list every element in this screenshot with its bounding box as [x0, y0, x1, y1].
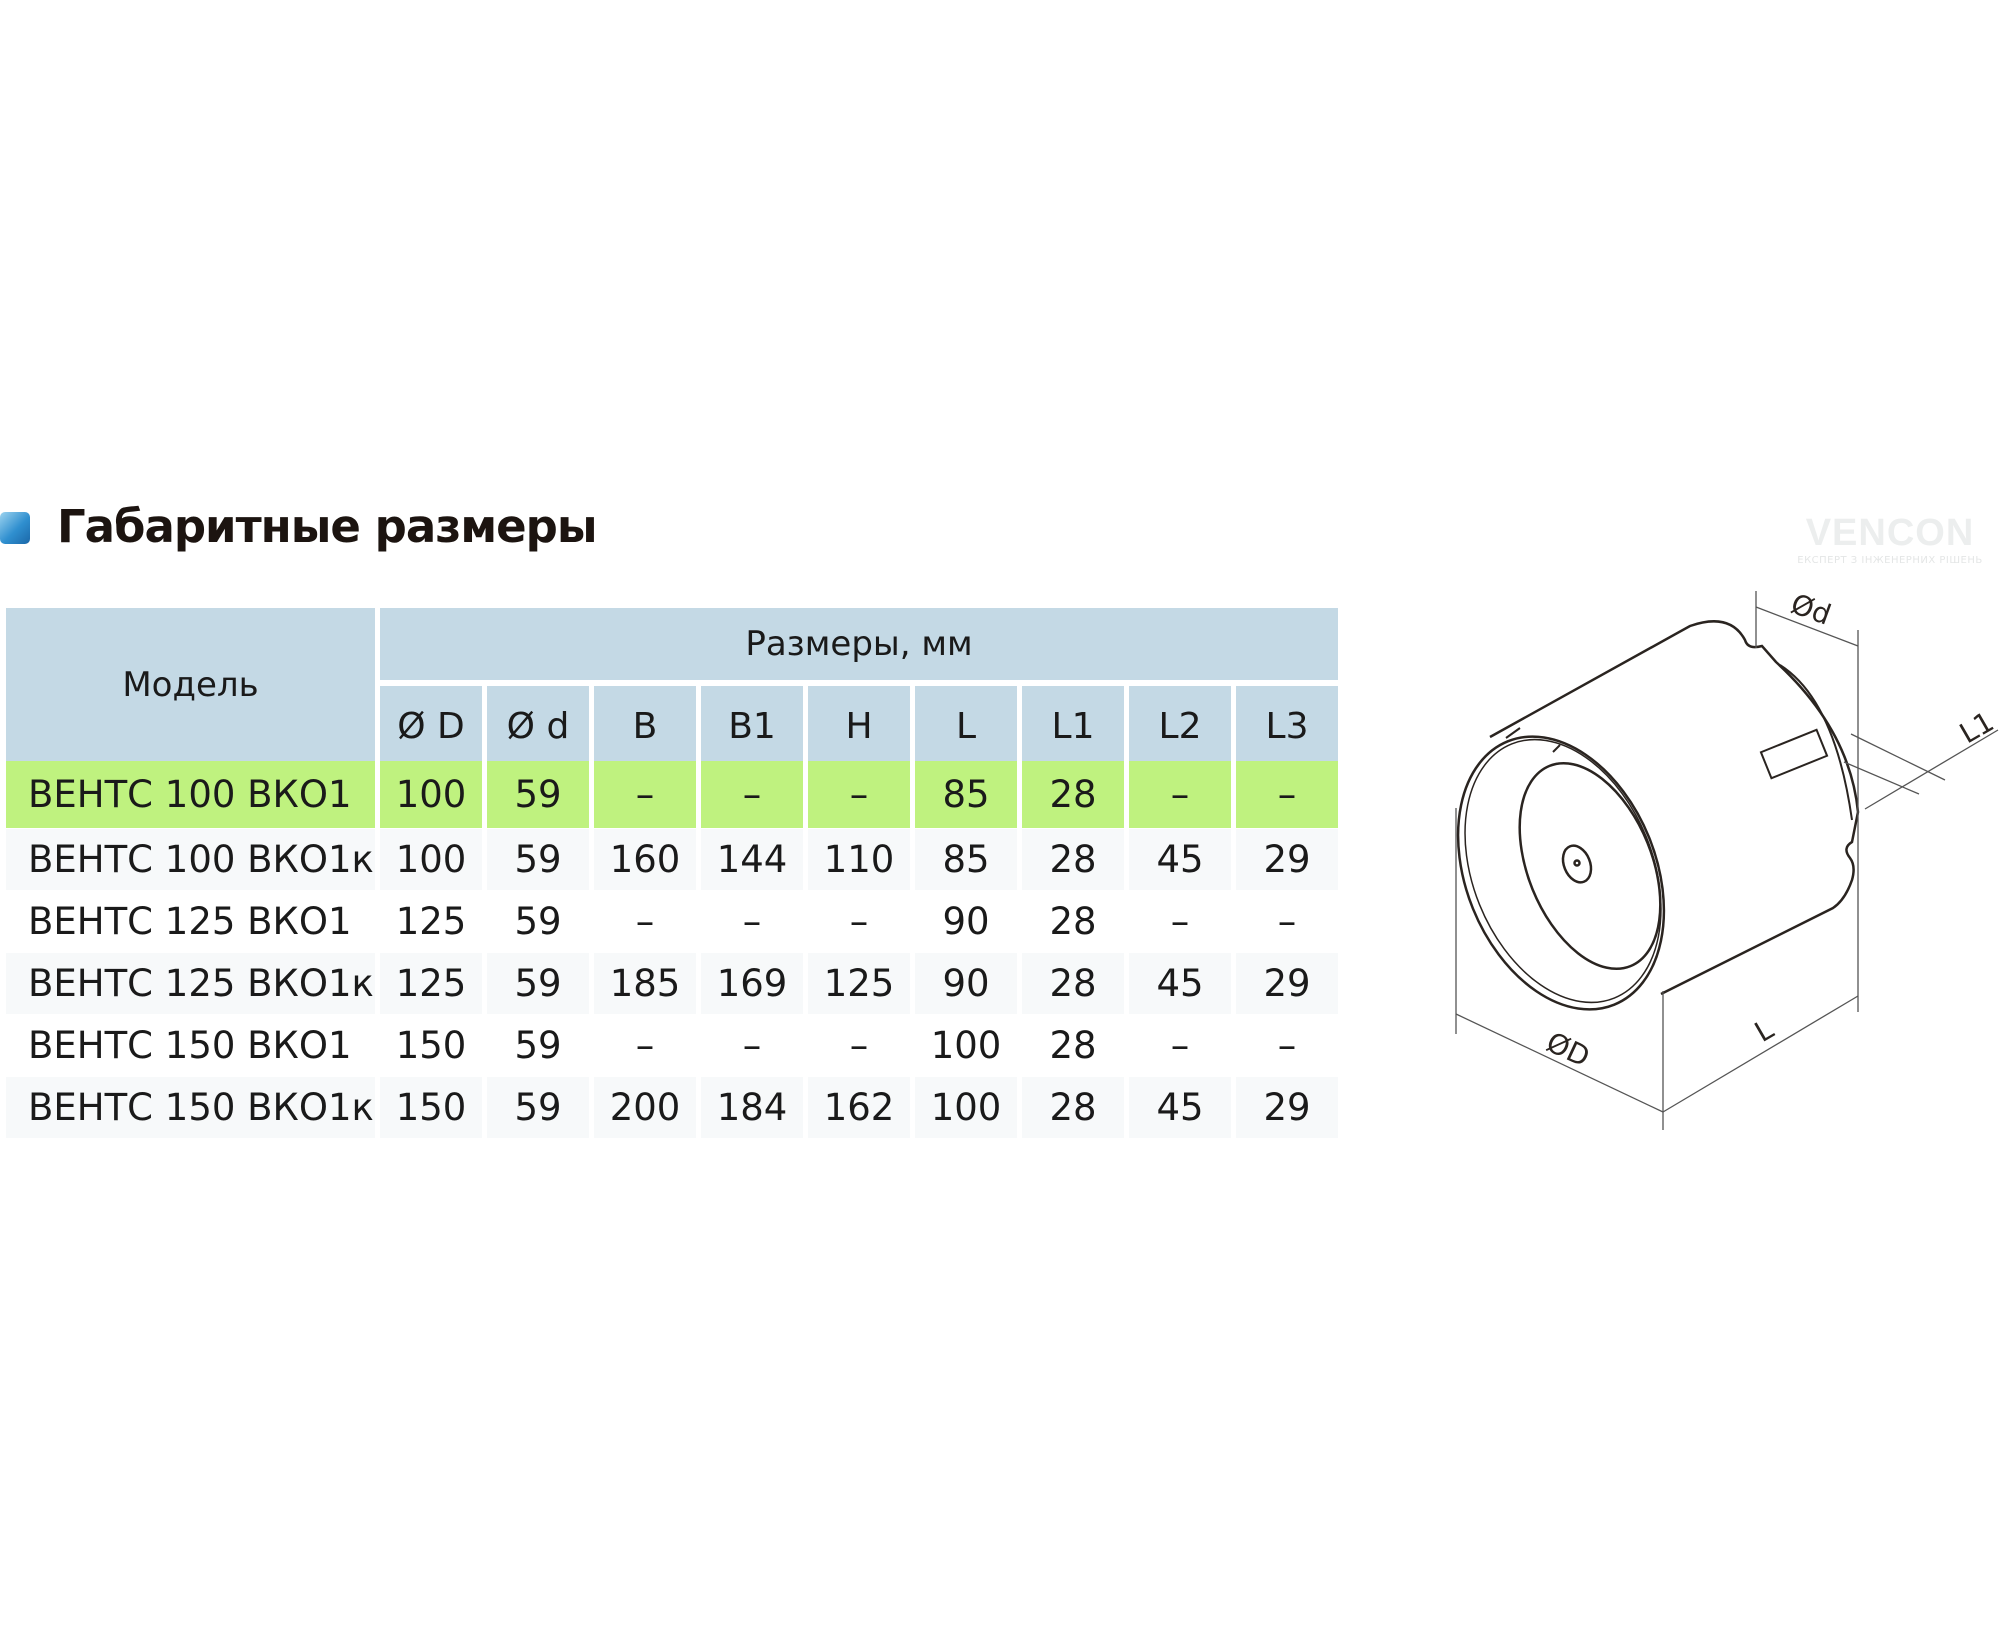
- dimension-cell: 100: [915, 1015, 1017, 1077]
- model-cell: ВЕНТС 100 ВКО1к: [6, 829, 375, 891]
- model-cell: ВЕНТС 125 ВКО1: [6, 891, 375, 953]
- dimension-cell: 90: [915, 953, 1017, 1015]
- fan-hub: [1561, 844, 1593, 884]
- dimension-lines: [1455, 591, 1999, 1130]
- dimension-cell: 59: [487, 953, 589, 1015]
- dimension-cell: –: [1129, 891, 1231, 953]
- column-header: B1: [701, 686, 803, 761]
- dimension-cell: –: [1236, 761, 1338, 829]
- dimension-cell: 200: [594, 1077, 696, 1139]
- model-cell: ВЕНТС 125 ВКО1к: [6, 953, 375, 1015]
- dimension-cell: 90: [915, 891, 1017, 953]
- dimension-cell: 85: [915, 829, 1017, 891]
- dimension-cell: 29: [1236, 953, 1338, 1015]
- dimension-cell: –: [1236, 1015, 1338, 1077]
- dim-L: [1662, 995, 1859, 1113]
- dimension-cell: –: [701, 891, 803, 953]
- model-cell: ВЕНТС 150 ВКО1к: [6, 1077, 375, 1139]
- dimension-cell: 59: [487, 829, 589, 891]
- dimension-cell: –: [808, 761, 910, 829]
- dimension-cell: 184: [701, 1077, 803, 1139]
- model-cell: ВЕНТС 150 ВКО1: [6, 1015, 375, 1077]
- model-column-header: Модель: [6, 608, 375, 761]
- fan-impeller: [1518, 761, 1662, 971]
- label-d: Ød: [1787, 587, 1836, 632]
- dimension-cell: 100: [380, 829, 482, 891]
- dimension-cell: 100: [915, 1077, 1017, 1139]
- dimensions-group-header: Размеры, мм: [380, 608, 1338, 686]
- dimension-cell: –: [808, 891, 910, 953]
- fan-top-edge: [1489, 620, 1860, 996]
- vencon-logo: VENCON ЕКСПЕРТ З ІНЖЕНЕРНИХ РІШЕНЬ: [1790, 512, 1990, 566]
- column-header: Ø D: [380, 686, 482, 761]
- dimension-cell: 125: [808, 953, 910, 1015]
- logo-name: VENCON: [1805, 512, 1975, 554]
- dim-L1: [1864, 729, 1999, 810]
- dimension-cell: 110: [808, 829, 910, 891]
- column-header: L3: [1236, 686, 1338, 761]
- dimension-cell: 45: [1129, 829, 1231, 891]
- dimension-cell: 59: [487, 891, 589, 953]
- dimension-cell: –: [594, 761, 696, 829]
- dimension-cell: 125: [380, 953, 482, 1015]
- dimension-cell: 28: [1022, 1077, 1124, 1139]
- dimension-cell: 28: [1022, 891, 1124, 953]
- dimension-cell: 45: [1129, 1077, 1231, 1139]
- label-L1: L1: [1954, 705, 1999, 750]
- label-D: ØD: [1541, 1025, 1594, 1073]
- logo-tagline: ЕКСПЕРТ З ІНЖЕНЕРНИХ РІШЕНЬ: [1797, 555, 1983, 566]
- label-L: L: [1749, 1012, 1779, 1049]
- dimension-cell: 29: [1236, 829, 1338, 891]
- dimension-cell: 28: [1022, 829, 1124, 891]
- dimension-cell: 100: [380, 761, 482, 829]
- fan-front-rim: [1456, 735, 1666, 1011]
- column-header: Ø d: [487, 686, 589, 761]
- column-header: H: [808, 686, 910, 761]
- dimension-cell: 45: [1129, 953, 1231, 1015]
- section-bullet-icon: [0, 512, 30, 544]
- dimension-cell: 59: [487, 761, 589, 829]
- dimension-cell: 59: [487, 1015, 589, 1077]
- column-header: L2: [1129, 686, 1231, 761]
- column-header: L1: [1022, 686, 1124, 761]
- dimension-cell: –: [1129, 1015, 1231, 1077]
- dimension-cell: –: [1236, 891, 1338, 953]
- dimension-cell: –: [808, 1015, 910, 1077]
- dimension-cell: 125: [380, 891, 482, 953]
- fan-body-outline: [1456, 620, 1860, 1011]
- dimension-cell: –: [701, 761, 803, 829]
- dimension-cell: 28: [1022, 953, 1124, 1015]
- column-header: B: [594, 686, 696, 761]
- dimension-cell: 28: [1022, 1015, 1124, 1077]
- dimension-cell: –: [594, 1015, 696, 1077]
- dim-d: [1755, 606, 1859, 647]
- page-title: Габаритные размеры: [57, 500, 598, 553]
- dim-D: [1455, 1013, 1664, 1113]
- dimension-cell: –: [594, 891, 696, 953]
- dimension-cell: 162: [808, 1077, 910, 1139]
- dimension-cell: 59: [487, 1077, 589, 1139]
- dimension-cell: 169: [701, 953, 803, 1015]
- dimension-cell: 85: [915, 761, 1017, 829]
- dimension-cell: 28: [1022, 761, 1124, 829]
- dimension-cell: 160: [594, 829, 696, 891]
- dimension-cell: –: [701, 1015, 803, 1077]
- dimension-cell: 185: [594, 953, 696, 1015]
- column-header: L: [915, 686, 1017, 761]
- fan-back-flange: [1779, 664, 1853, 821]
- dimension-cell: 150: [380, 1077, 482, 1139]
- dimension-cell: –: [1129, 761, 1231, 829]
- dimension-cell: 144: [701, 829, 803, 891]
- dimension-cell: 29: [1236, 1077, 1338, 1139]
- model-cell: ВЕНТС 100 ВКО1: [6, 761, 375, 829]
- dimension-cell: 150: [380, 1015, 482, 1077]
- fan-side-slot: [1759, 728, 1829, 780]
